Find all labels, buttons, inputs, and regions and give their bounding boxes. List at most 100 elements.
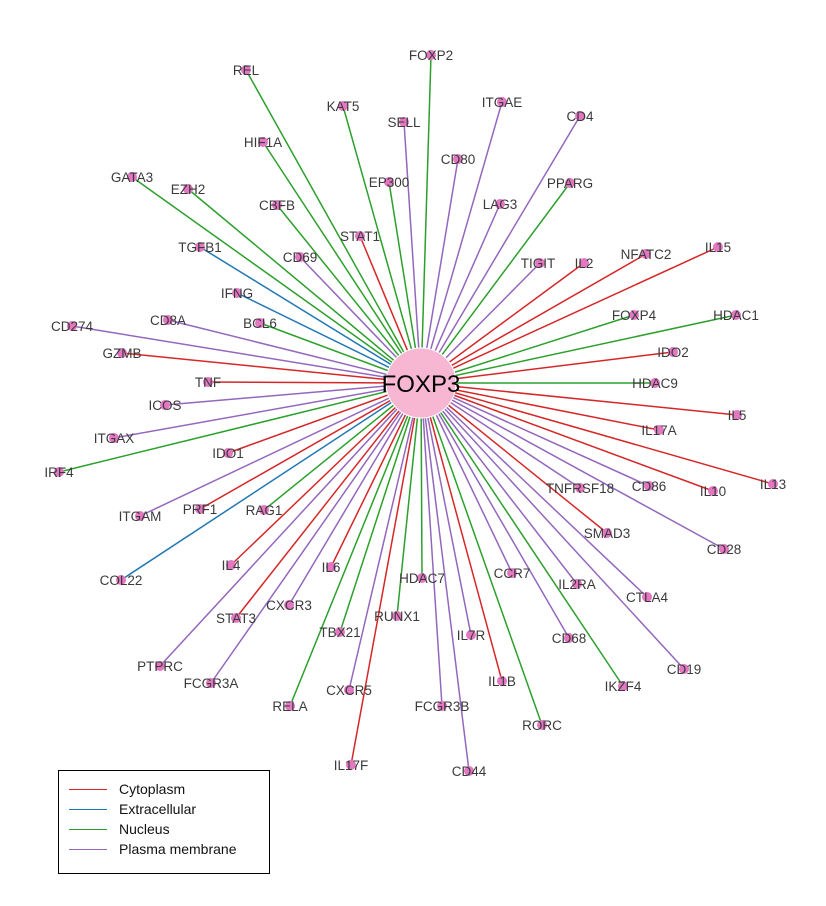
node-sell[interactable] (399, 117, 409, 127)
node-cd68[interactable] (564, 633, 574, 643)
node-tigit[interactable] (535, 258, 545, 268)
node-il15[interactable] (713, 242, 723, 252)
node-pparg[interactable] (565, 178, 575, 188)
node-cd86[interactable] (644, 481, 654, 491)
node-hdac1[interactable] (731, 310, 741, 320)
node-label-cd274: CD274 (51, 319, 94, 334)
node-label-ikzf4: IKZF4 (605, 679, 642, 694)
edge-foxp3-ikzf4 (420, 382, 624, 687)
node-prf1[interactable] (195, 504, 205, 514)
node-tnfrsf18[interactable] (575, 483, 585, 493)
legend: Cytoplasm Extracellular Nucleus Plasma m… (58, 770, 270, 874)
node-cxcr3[interactable] (284, 600, 294, 610)
node-cbfb[interactable] (272, 200, 282, 210)
edge-foxp3-cd4 (420, 115, 581, 384)
node-il10[interactable] (708, 486, 718, 496)
node-nfatc2[interactable] (641, 249, 651, 259)
node-cd274[interactable] (67, 321, 77, 331)
node-rag1[interactable] (259, 505, 269, 515)
legend-swatch-plasma-membrane (69, 848, 107, 850)
edge-foxp3-cbfb (276, 204, 422, 384)
node-stat1[interactable] (355, 231, 365, 241)
node-itgax[interactable] (109, 433, 119, 443)
node-label-cd68: CD68 (552, 631, 587, 646)
node-cd44[interactable] (464, 766, 474, 776)
node-ido1[interactable] (223, 448, 233, 458)
node-label-il13: IL13 (760, 477, 786, 492)
node-il17a[interactable] (654, 425, 664, 435)
node-stat3[interactable] (231, 613, 241, 623)
node-hif1a[interactable] (258, 137, 268, 147)
edge-foxp3-runx1 (396, 382, 422, 617)
node-lag3[interactable] (495, 199, 505, 209)
node-il1b[interactable] (497, 676, 507, 686)
node-label-kat5: KAT5 (327, 99, 360, 114)
node-itgae[interactable] (497, 97, 507, 107)
node-ifng[interactable] (232, 288, 242, 298)
node-foxp4[interactable] (629, 310, 639, 320)
legend-label: Cytoplasm (119, 781, 186, 797)
node-rel[interactable] (241, 65, 251, 75)
node-fcgr3b[interactable] (437, 701, 447, 711)
node-icos[interactable] (160, 400, 170, 410)
node-label-nfatc2: NFATC2 (621, 247, 672, 262)
node-label-cd44: CD44 (452, 764, 487, 779)
node-itgam[interactable] (135, 511, 145, 521)
node-cd19[interactable] (679, 664, 689, 674)
legend-label: Nucleus (119, 821, 170, 837)
node-il2[interactable] (579, 258, 589, 268)
edge-foxp3-il15 (420, 246, 719, 384)
node-label-itgax: ITGAX (94, 431, 135, 446)
node-il13[interactable] (768, 479, 778, 489)
node-il2ra[interactable] (572, 579, 582, 589)
node-runx1[interactable] (392, 611, 402, 621)
hub-node-foxp3[interactable] (385, 347, 457, 419)
node-ctla4[interactable] (642, 592, 652, 602)
edge-layer (58, 54, 774, 772)
node-cd80[interactable] (453, 154, 463, 164)
node-label-cd4: CD4 (566, 109, 593, 124)
node-cd8a[interactable] (163, 315, 173, 325)
node-il6[interactable] (326, 562, 336, 572)
edge-foxp3-hif1a (262, 141, 422, 384)
edge-foxp3-itgam (139, 382, 422, 517)
edge-foxp3-il17f (350, 382, 422, 766)
node-cd4[interactable] (575, 111, 585, 121)
node-ptprc[interactable] (155, 661, 165, 671)
node-gzmb[interactable] (117, 348, 127, 358)
node-ezh2[interactable] (183, 184, 193, 194)
node-bcl6[interactable] (255, 318, 265, 328)
node-fcgr3a[interactable] (206, 678, 216, 688)
node-col22[interactable] (116, 575, 126, 585)
node-rorc[interactable] (537, 720, 547, 730)
node-kat5[interactable] (338, 101, 348, 111)
edge-foxp3-cd44 (420, 382, 470, 772)
node-ikzf4[interactable] (618, 681, 628, 691)
node-tgfb1[interactable] (195, 242, 205, 252)
node-label-fcgr3a: FCGR3A (184, 676, 239, 691)
node-gata3[interactable] (127, 172, 137, 182)
node-ep300[interactable] (384, 177, 394, 187)
node-label-ezh2: EZH2 (171, 182, 206, 197)
node-rela[interactable] (285, 701, 295, 711)
node-hdac7[interactable] (417, 573, 427, 583)
node-smad3[interactable] (602, 528, 612, 538)
node-tbx21[interactable] (335, 627, 345, 637)
node-label-foxp2: FOXP2 (409, 48, 453, 63)
node-il5[interactable] (732, 410, 742, 420)
node-hdac9[interactable] (650, 378, 660, 388)
hub-layer: FOXP3 (382, 347, 460, 419)
node-il4[interactable] (226, 560, 236, 570)
node-cd28[interactable] (719, 544, 729, 554)
node-il7r[interactable] (466, 630, 476, 640)
node-irf4[interactable] (54, 467, 64, 477)
node-cd69[interactable] (295, 252, 305, 262)
node-ccr7[interactable] (507, 568, 517, 578)
node-label-il2ra: IL2RA (558, 577, 596, 592)
node-label-itgam: ITGAM (119, 509, 162, 524)
node-cxcr5[interactable] (344, 685, 354, 695)
node-tnf[interactable] (203, 377, 213, 387)
node-foxp2[interactable] (426, 50, 436, 60)
node-il17f[interactable] (346, 760, 356, 770)
node-ido2[interactable] (668, 347, 678, 357)
